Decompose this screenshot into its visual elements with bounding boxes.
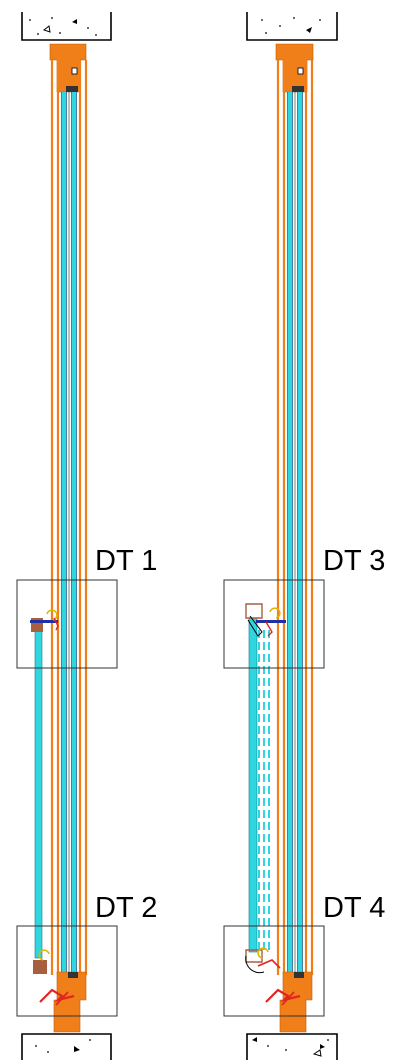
concrete-slab-top-right (246, 12, 338, 41)
detail-box-dt1 (16, 579, 118, 669)
frame-jamb-left (50, 60, 88, 975)
frame-head-right (275, 43, 314, 93)
detail-label-dt2: DT 2 (95, 892, 157, 924)
detail-box-dt3 (223, 579, 325, 669)
concrete-slab-bottom-left (21, 1033, 112, 1060)
left-section: DT 1 DT 2 (16, 12, 157, 1060)
frame-sill-left (39, 971, 87, 1033)
detail-box-dt2 (16, 925, 118, 1017)
fixed-glazing-left (61, 92, 77, 972)
sliding-sash-left (30, 609, 59, 974)
concrete-slab-top-left (21, 12, 112, 41)
sliding-sash-right (245, 603, 286, 974)
concrete-slab-bottom-right (246, 1033, 338, 1060)
detail-label-dt3: DT 3 (323, 545, 385, 577)
right-section: DT 3 DT 4 (223, 12, 385, 1060)
fixed-glazing-right (287, 92, 303, 972)
detail-label-dt4: DT 4 (323, 892, 385, 924)
frame-sill-right (265, 971, 313, 1033)
detail-box-dt4 (223, 925, 325, 1017)
frame-jamb-right (276, 60, 314, 975)
detail-label-dt1: DT 1 (95, 545, 157, 577)
